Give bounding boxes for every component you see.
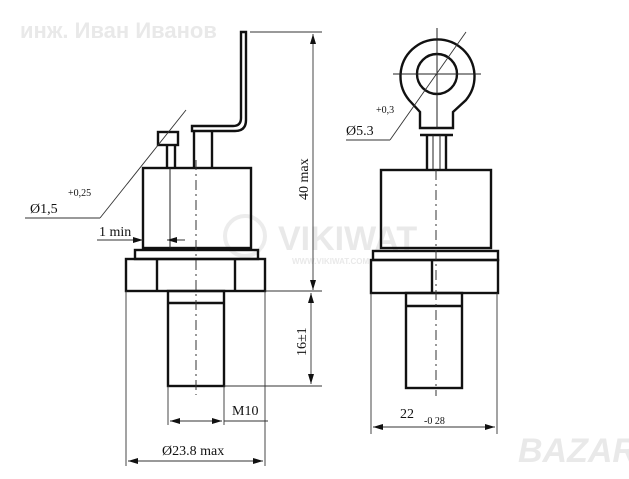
svg-text:Ø1,5: Ø1,5 [30,202,58,217]
dim-thread: M10 [167,386,268,425]
svg-text:VIKIWAT: VIKIWAT [278,220,417,258]
author-watermark: инж. Иван Иванов [20,18,217,43]
svg-text:-0 28: -0 28 [424,416,445,427]
svg-text:40 max: 40 max [297,158,312,200]
svg-text:Ø23.8 max: Ø23.8 max [162,444,224,459]
svg-text:M10: M10 [232,404,258,419]
svg-text:+0,3: +0,3 [376,105,394,116]
dim-ring-hole: Ø5.3 +0,3 [346,31,467,141]
svg-text:WWW.VIKIWAT.COM: WWW.VIKIWAT.COM [292,257,370,266]
dim-height: 40 max [250,31,322,290]
front-view [369,28,500,396]
dim-pin-diameter: Ø1,5 +0,25 [25,109,187,219]
svg-text:1 min: 1 min [99,225,131,240]
dim-base-diameter: Ø23.8 max [125,291,266,466]
bazar-logo: BAZAR [518,432,629,470]
dim-hex-width: 22 -0 28 [370,293,498,434]
dim-pin-offset: 1 min [97,225,185,243]
svg-text:22: 22 [400,407,414,422]
side-view [124,30,267,395]
svg-text:+0,25: +0,25 [68,188,91,199]
svg-text:Ø5.3: Ø5.3 [346,124,374,139]
dim-stud-length: 16±1 [224,290,322,387]
svg-text:16±1: 16±1 [295,327,310,356]
